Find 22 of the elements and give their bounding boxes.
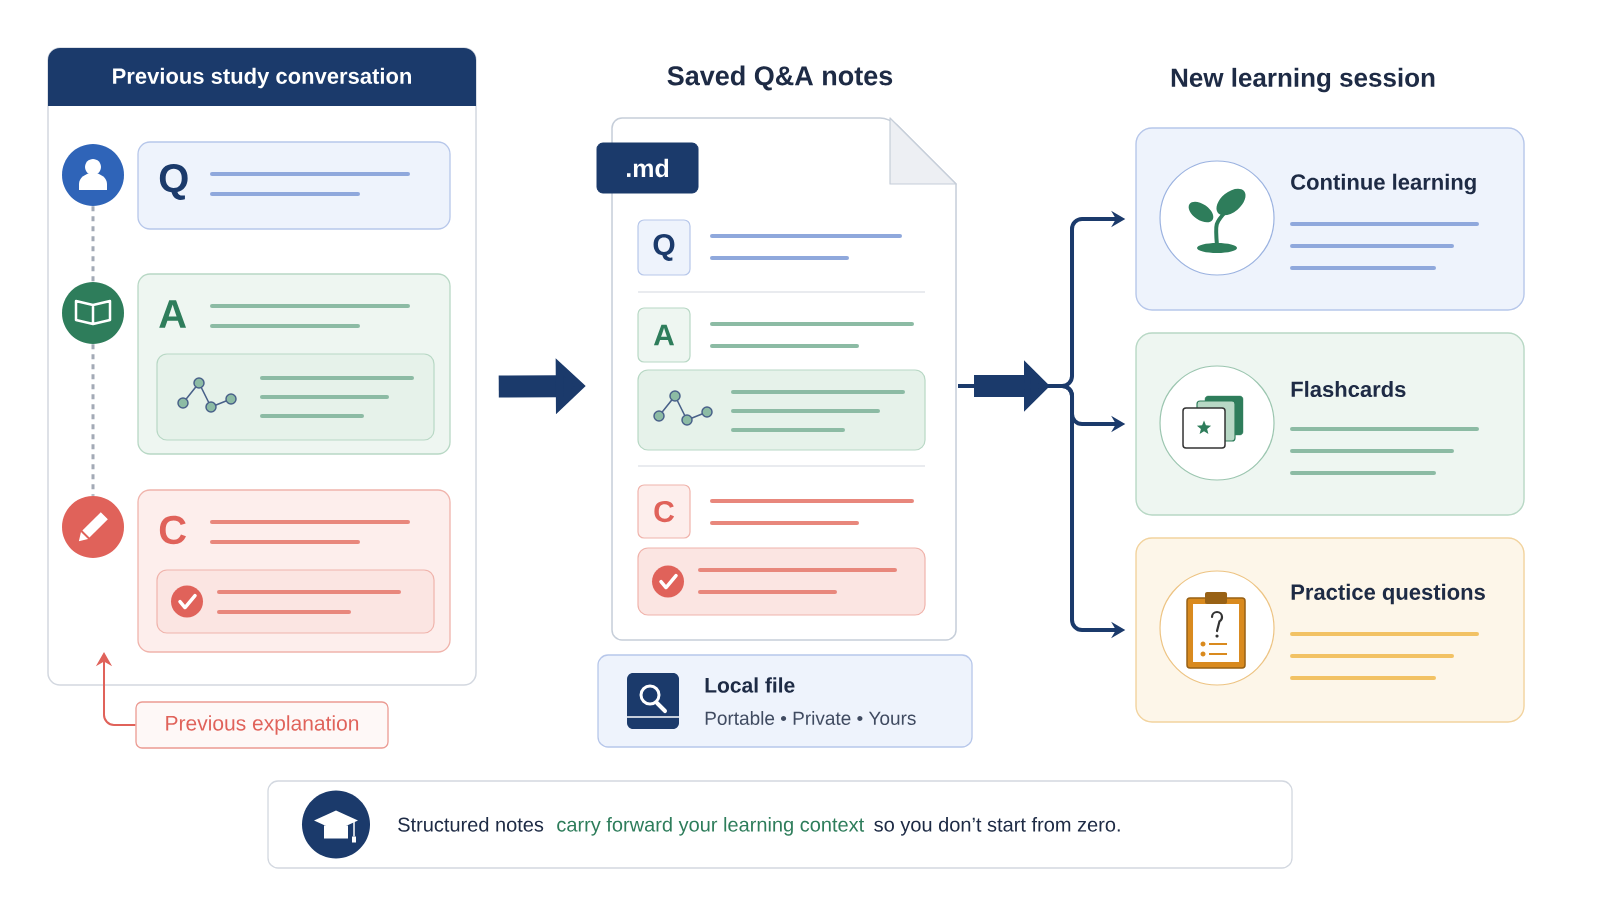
avatar-circle [62,144,124,206]
heading: Saved Q&A notes [667,65,893,91]
heading: New learning session [1171,67,1435,93]
question-card: Q [137,141,451,230]
dotted-connector [91,344,95,496]
note-banner [267,780,1293,869]
letter-box: C [637,484,691,539]
answer-card: A [137,273,451,455]
option-card: Practice questions [1135,537,1525,723]
option-card: Continue learning [1135,127,1525,311]
avatar-circle [62,282,124,344]
callout-tag: Previous explanation [135,701,389,749]
option-card: Flashcards [1135,332,1525,516]
file-badge: .md [596,142,699,194]
file-box: Local file Portable • Private • Yours [597,654,973,748]
letter-box: A [637,307,691,363]
avatar-circle [62,496,124,558]
correction-card: C [137,489,451,653]
letter-box: Q [637,219,691,276]
dotted-connector [91,206,95,282]
header-bar: Previous study conversation [48,48,476,106]
banner-text: Structured notes carry forward your learning context so you don’t start from zero. [398,817,1120,836]
